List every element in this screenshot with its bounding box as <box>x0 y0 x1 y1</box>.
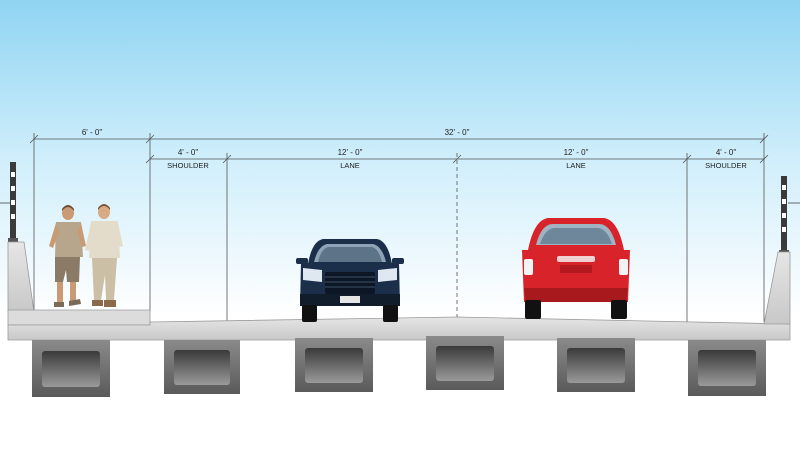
lane-right-dimension: 12' - 0" <box>564 148 589 157</box>
shoulder-left-label: SHOULDER <box>167 161 209 170</box>
sidewalk <box>7 309 151 326</box>
right-parapet <box>763 251 791 325</box>
box-girder <box>295 338 373 392</box>
sidewalk-dimension: 6' - 0" <box>82 128 103 137</box>
pedestrian-icon <box>85 204 123 307</box>
total-width-dimension: 32' - 0" <box>445 128 470 137</box>
pedestrian-icon <box>49 205 86 307</box>
box-girder <box>557 338 635 392</box>
blue-suv-icon <box>296 239 404 322</box>
shoulder-right-label: SHOULDER <box>705 161 747 170</box>
box-girder <box>32 340 110 397</box>
shoulder-right-dimension: 4' - 0" <box>716 148 737 157</box>
box-girder <box>164 340 240 394</box>
lane-left-label: LANE <box>340 161 360 170</box>
box-girder <box>688 340 766 396</box>
red-car-icon <box>522 218 630 319</box>
railing-post-icon <box>0 162 18 242</box>
lane-left-dimension: 12' - 0" <box>338 148 363 157</box>
box-girders <box>32 336 766 397</box>
box-girder <box>426 336 504 390</box>
dimension-lines <box>29 133 769 322</box>
deck-slab <box>7 316 791 341</box>
shoulder-left-dimension: 4' - 0" <box>178 148 199 157</box>
lane-right-label: LANE <box>566 161 586 170</box>
